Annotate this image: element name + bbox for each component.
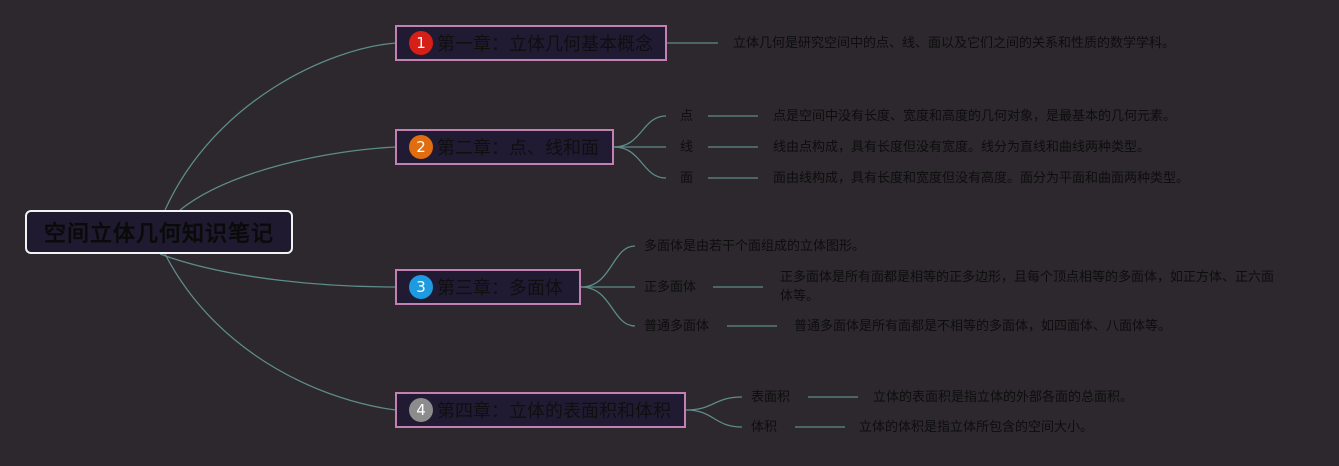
number-4-icon: 4: [409, 398, 433, 422]
topic-surface-label[interactable]: 面: [680, 171, 694, 186]
link-root-ch4: [164, 253, 397, 411]
link-ch4-volume: [685, 409, 743, 428]
number-1-icon: 1: [409, 31, 433, 55]
topic-volume-label[interactable]: 体积: [751, 420, 778, 435]
topic-general-text[interactable]: 普通多面体是所有面都是不相等的多面体，如四面体、八面体等。: [794, 319, 1172, 334]
topic-general-label[interactable]: 普通多面体: [644, 319, 710, 334]
root-node[interactable]: 空间立体几何知识笔记: [25, 210, 293, 254]
topic-area-label[interactable]: 表面积: [751, 390, 791, 405]
link-ch2-m: [613, 146, 667, 179]
topic-area-text[interactable]: 立体的表面积是指立体的外部各面的总面积。: [873, 390, 1134, 405]
link-ch2-p: [613, 115, 667, 148]
link-root-ch3: [159, 253, 397, 288]
chapter-1-title: 第一章：立体几何基本概念: [437, 34, 653, 55]
topic-line-label[interactable]: 线: [680, 140, 694, 155]
topic-point-text[interactable]: 点是空间中没有长度、宽度和高度的几何对象，是最基本的几何元素。: [773, 109, 1177, 124]
chapter-1-node[interactable]: 1 第一章：立体几何基本概念: [395, 25, 667, 61]
chapter-1-description[interactable]: 立体几何是研究空间中的点、线、面以及它们之间的关系和性质的数学学科。: [733, 36, 1176, 51]
chapter-3-title: 第三章：多面体: [437, 278, 563, 299]
chapter-4-title: 第四章：立体的表面积和体积: [437, 401, 671, 422]
polyhedron-intro[interactable]: 多面体是由若干个面组成的立体图形。: [644, 239, 866, 254]
link-ch4-area: [685, 396, 743, 411]
chapter-4-node[interactable]: 4 第四章：立体的表面积和体积: [395, 392, 686, 428]
chapter-2-node[interactable]: 2 第二章：点、线和面: [395, 129, 614, 165]
number-3-icon: 3: [409, 275, 433, 299]
topic-line-text[interactable]: 线由点构成，具有长度但没有宽度。线分为直线和曲线两种类型。: [773, 140, 1151, 155]
link-ch3-general: [580, 286, 636, 327]
topic-surface-text[interactable]: 面由线构成，具有长度和宽度但没有高度。面分为平面和曲面两种类型。: [773, 171, 1190, 186]
chapter-2-title: 第二章：点、线和面: [437, 138, 599, 159]
link-root-ch2: [179, 146, 397, 211]
root-title: 空间立体几何知识笔记: [43, 222, 274, 247]
link-ch3-intro: [580, 245, 636, 288]
number-2-icon: 2: [409, 135, 433, 159]
link-root-ch1: [164, 42, 397, 211]
topic-regular-text[interactable]: 正多面体是所有面都是相等的正多边形，且每个顶点相等的多面体，如正方体、正六面体等…: [780, 270, 1275, 304]
chapter-3-node[interactable]: 3 第三章：多面体: [395, 269, 581, 305]
topic-point-label[interactable]: 点: [680, 109, 694, 124]
topic-regular-label[interactable]: 正多面体: [644, 280, 697, 295]
topic-volume-text[interactable]: 立体的体积是指立体所包含的空间大小。: [859, 420, 1094, 435]
